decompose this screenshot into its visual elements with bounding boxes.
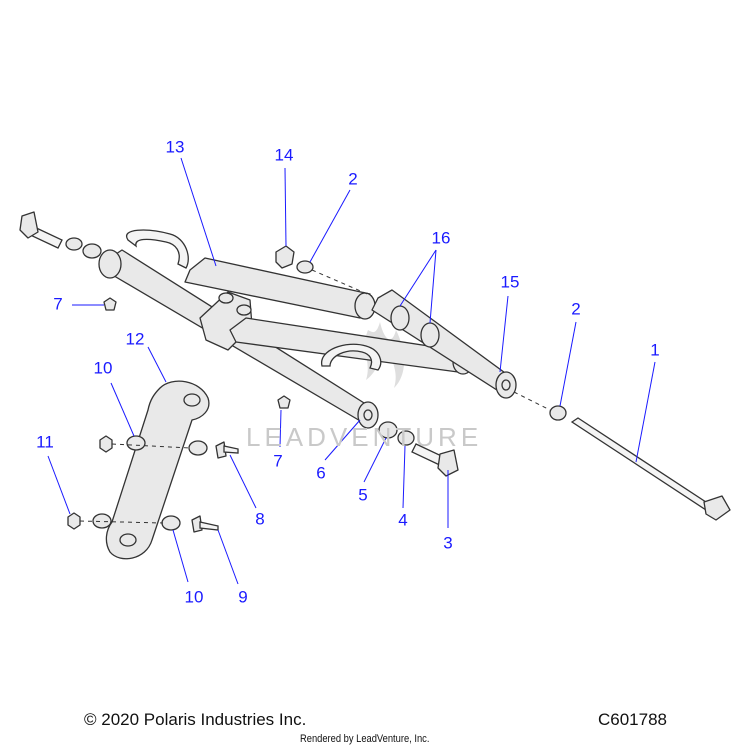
callout-2-top: 2 [348,169,358,189]
callout-15: 15 [500,272,520,292]
part-10-washer-lower [161,515,181,531]
part-1-long-bolt [570,417,731,521]
callout-12: 12 [125,329,145,349]
callout-4: 4 [398,510,408,530]
callout-7-right: 7 [273,451,283,471]
callout-7-left: 7 [53,294,63,314]
part-pivot-bolt-left [19,211,63,249]
callout-16: 16 [431,228,451,248]
part-11-nut-upper [99,435,113,453]
part-11-nut-lower [67,512,81,530]
callout-6: 6 [316,463,326,483]
diagram-code: C601788 [598,710,668,729]
part-handle-loop-lower [321,343,382,371]
callout-10-upper: 10 [93,358,113,378]
part-13-swing-arm-upper-tube [184,257,376,320]
part-8-bolt [215,441,239,459]
part-7-grease-fitting-right [277,395,291,409]
part-washer-upper-right [188,440,208,456]
part-washer-lower-left [92,513,112,529]
callout-8: 8 [255,509,265,529]
part-2-washer-right [549,405,567,421]
leader-lines [47,157,656,585]
watermark-text: LEADVENTURE [246,422,483,452]
callout-5: 5 [358,485,368,505]
callout-14: 14 [274,145,294,165]
part-3-bolt [411,443,459,477]
part-washer-left-2 [82,243,102,259]
part-4-washer [397,430,415,446]
part-9-bolt [191,515,219,533]
callout-1: 1 [650,340,660,360]
assembly-line-top [311,269,373,297]
part-16-bushings [390,305,440,348]
assembly-line-right [513,391,551,411]
part-handle-loop-upper [125,229,189,269]
part-14-nut [275,245,295,269]
callout-10-lower: 10 [184,587,204,607]
rendered-by-credit: Rendered by LeadVenture, Inc. [300,733,430,745]
callout-11: 11 [36,432,54,452]
assembly-line-link-lower [79,520,164,524]
part-washer-left-1 [65,237,83,251]
part-5-washer [378,421,398,439]
callout-13: 13 [165,137,185,157]
part-12-link-arm [105,380,210,560]
callout-9: 9 [238,587,248,607]
callout-2-right: 2 [571,299,581,319]
part-10-washer-upper [126,435,146,451]
copyright-notice: © 2020 Polaris Industries Inc. [84,710,307,729]
part-7-grease-fitting-left [103,297,117,311]
assembly-line-link-upper [111,443,191,449]
part-2-washer-top [296,260,314,274]
callout-3: 3 [443,533,453,553]
